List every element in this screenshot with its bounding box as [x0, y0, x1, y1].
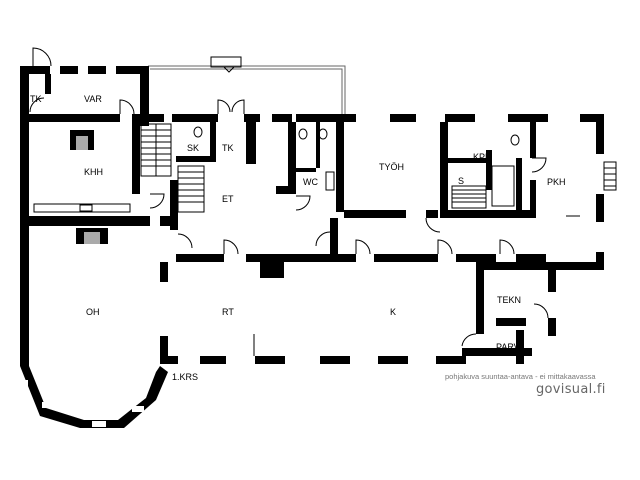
room-label-s: S	[458, 176, 464, 186]
room-label-oh: OH	[86, 307, 100, 317]
room-label-sk: SK	[187, 143, 199, 153]
room-label-et: ET	[222, 194, 234, 204]
fixtures	[33, 126, 580, 244]
room-label-tk-mid: TK	[222, 143, 234, 153]
stairs	[140, 123, 617, 213]
room-label-kph: KPH	[473, 152, 492, 162]
interior-walls	[20, 74, 546, 326]
disclaimer-text: pohjakuva suuntaa-antava - ei mittakaava…	[445, 372, 596, 381]
doors	[29, 47, 549, 356]
room-label-pkh: PKH	[547, 177, 566, 187]
bay-window	[20, 366, 168, 428]
room-label-tyoh: TYÖH	[379, 162, 404, 172]
brand-watermark: govisual.fi	[536, 382, 606, 397]
room-label-parv: PARV	[496, 342, 520, 352]
veranda-outline	[148, 56, 346, 114]
room-label-k: K	[390, 307, 396, 317]
room-label-rt: RT	[222, 307, 234, 317]
room-label-khh: KHH	[84, 167, 103, 177]
room-labels: TK VAR KHH SK TK ET WC TYÖH KPH S PKH OH…	[30, 94, 566, 382]
room-label-tekn: TEKN	[497, 295, 521, 305]
room-label-var: VAR	[84, 94, 102, 104]
room-label-tk-top: TK	[30, 94, 42, 104]
room-label-wc: WC	[303, 177, 318, 187]
floor-label: 1.KRS	[172, 372, 198, 382]
